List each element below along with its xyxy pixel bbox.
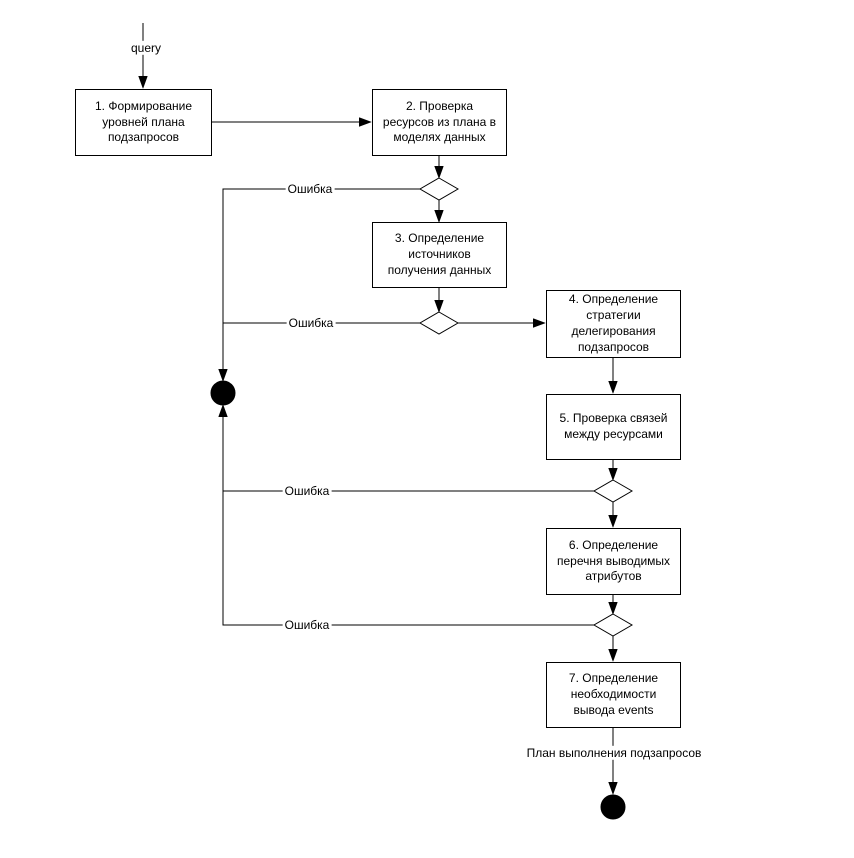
merge-node bbox=[210, 380, 236, 406]
activity-node-1: 1. Формирование уровней плана подзапросо… bbox=[75, 89, 212, 156]
activity-node-2-label: 2. Проверка ресурсов из плана в моделях … bbox=[382, 98, 497, 145]
activity-node-4: 4. Определение стратегии делегирования п… bbox=[546, 290, 681, 358]
final-node bbox=[600, 794, 626, 820]
activity-node-3-label: 3. Определение источников получения данн… bbox=[387, 231, 492, 277]
decision-1 bbox=[419, 177, 459, 201]
edge-label-error-4: Ошибка bbox=[282, 617, 332, 633]
edge-decision4-error-to-merge bbox=[223, 406, 594, 626]
edge-label-query: query bbox=[128, 40, 164, 56]
activity-node-5-label: 5. Проверка связей между ресурсами bbox=[559, 411, 668, 441]
decision-4 bbox=[593, 613, 633, 637]
activity-node-7: 7. Определение необходимости вывода even… bbox=[546, 662, 681, 728]
activity-node-1-label: 1. Формирование уровней плана подзапросо… bbox=[94, 98, 193, 145]
edge-label-final-plan: План выполнения подзапросов bbox=[524, 745, 704, 761]
activity-node-7-label: 7. Определение необходимости вывода even… bbox=[568, 671, 659, 717]
decision-2 bbox=[419, 311, 459, 335]
decision-3 bbox=[593, 479, 633, 503]
activity-node-2: 2. Проверка ресурсов из плана в моделях … bbox=[372, 89, 507, 156]
edge-label-error-2: Ошибка bbox=[286, 315, 336, 331]
edge-decision1-error-to-merge bbox=[223, 188, 420, 380]
activity-node-6: 6. Определение перечня выводимых атрибут… bbox=[546, 528, 681, 595]
activity-node-3: 3. Определение источников получения данн… bbox=[372, 222, 507, 288]
activity-node-6-label: 6. Определение перечня выводимых атрибут… bbox=[556, 537, 671, 584]
activity-node-4-label: 4. Определение стратегии делегирования п… bbox=[568, 292, 659, 354]
edge-label-error-3: Ошибка bbox=[282, 483, 332, 499]
activity-node-5: 5. Проверка связей между ресурсами bbox=[546, 394, 681, 460]
edge-label-error-1: Ошибка bbox=[285, 181, 335, 197]
